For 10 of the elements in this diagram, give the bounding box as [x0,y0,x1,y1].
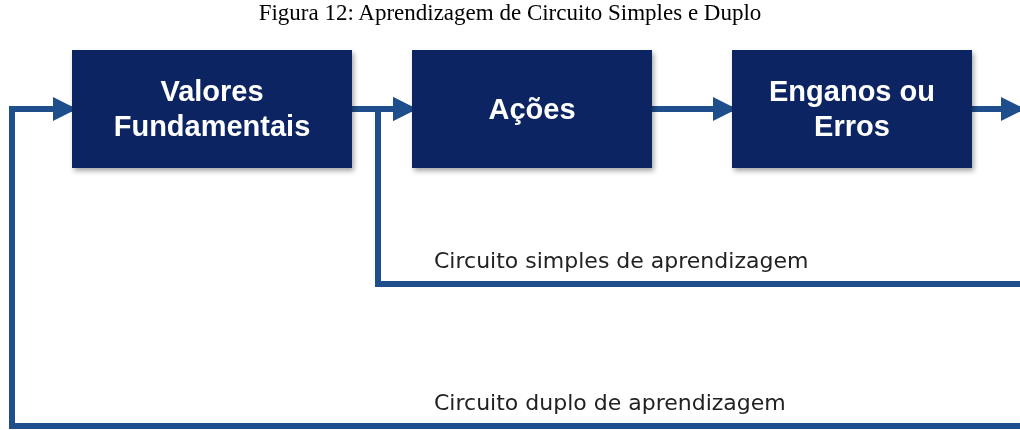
arrow [375,97,1020,287]
process-box [72,50,352,168]
box-label: Enganos ou Erros [768,74,936,144]
box-label: Ações [488,91,576,127]
figure-title: Figura 12: Aprendizagem de Circuito Simples e Duplo [257,0,763,26]
arrow [972,97,1020,121]
box-label: Valores Fundamentais [112,74,312,144]
process-box [412,50,652,168]
arrow [9,97,1020,429]
process-box [732,50,972,168]
